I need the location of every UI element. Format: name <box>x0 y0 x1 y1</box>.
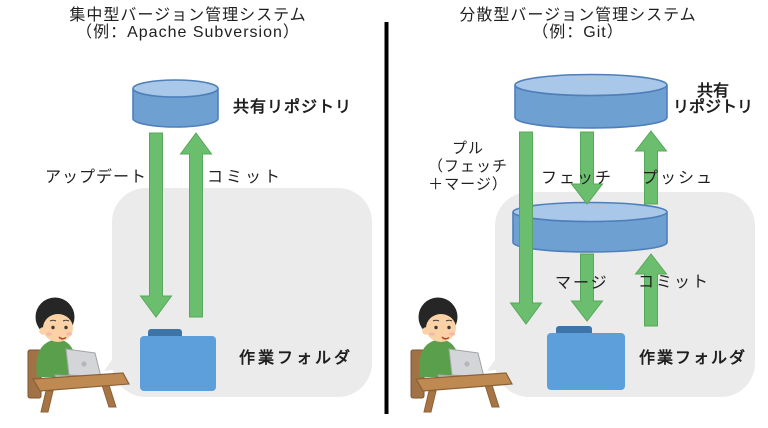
database-cylinder-icon <box>514 73 668 129</box>
right-panel-title: 分散型バージョン管理システム （例：Git） <box>428 7 728 41</box>
left-title-line2: （例：Apache Subversion） <box>76 24 300 41</box>
green-down-arrow-icon <box>570 131 604 205</box>
pull-label-line1: プル <box>451 140 484 157</box>
pull-label-line3: ＋マージ） <box>428 176 508 193</box>
pull-label-line2: （フェッチ <box>427 158 508 175</box>
right-title-line2: （例：Git） <box>532 24 624 41</box>
left-shared-repository-label: 共有リポジトリ <box>233 99 353 116</box>
green-up-arrow-icon <box>634 253 668 327</box>
right-title-line1: 分散型バージョン管理システム <box>459 7 697 24</box>
left-commit-arrow-label: コミット <box>207 169 284 186</box>
fetch-arrow-label: フェッチ <box>541 170 614 187</box>
folder-icon <box>140 329 216 391</box>
push-arrow-label: プッシュ <box>642 170 715 187</box>
left-working-folder-label: 作業フォルダ <box>239 350 354 367</box>
panel-divider-line <box>384 22 389 414</box>
pull-arrow-label: プル （フェッチ ＋マージ） <box>410 140 526 194</box>
merge-arrow-label: マージ <box>555 275 609 292</box>
green-up-arrow-icon <box>179 132 213 318</box>
right-repo-label-line2: リポジトリ <box>672 99 753 116</box>
green-up-arrow-icon <box>634 130 668 205</box>
update-arrow-label: アップデート <box>45 169 148 186</box>
folder-icon <box>547 326 625 390</box>
right-working-folder-label: 作業フォルダ <box>639 350 748 367</box>
database-cylinder-icon <box>132 79 219 128</box>
green-down-arrow-icon <box>139 132 173 318</box>
database-cylinder-icon <box>512 201 668 253</box>
left-panel-title: 集中型バージョン管理システム （例：Apache Subversion） <box>38 7 338 41</box>
left-title-line1: 集中型バージョン管理システム <box>69 7 307 24</box>
green-down-arrow-icon <box>509 131 543 325</box>
right-shared-repository-label: 共有 リポジトリ <box>665 84 761 116</box>
green-down-arrow-icon <box>570 253 604 322</box>
right-commit-arrow-label: コミット <box>638 274 711 291</box>
right-repo-label-line1: 共有 <box>696 83 729 100</box>
